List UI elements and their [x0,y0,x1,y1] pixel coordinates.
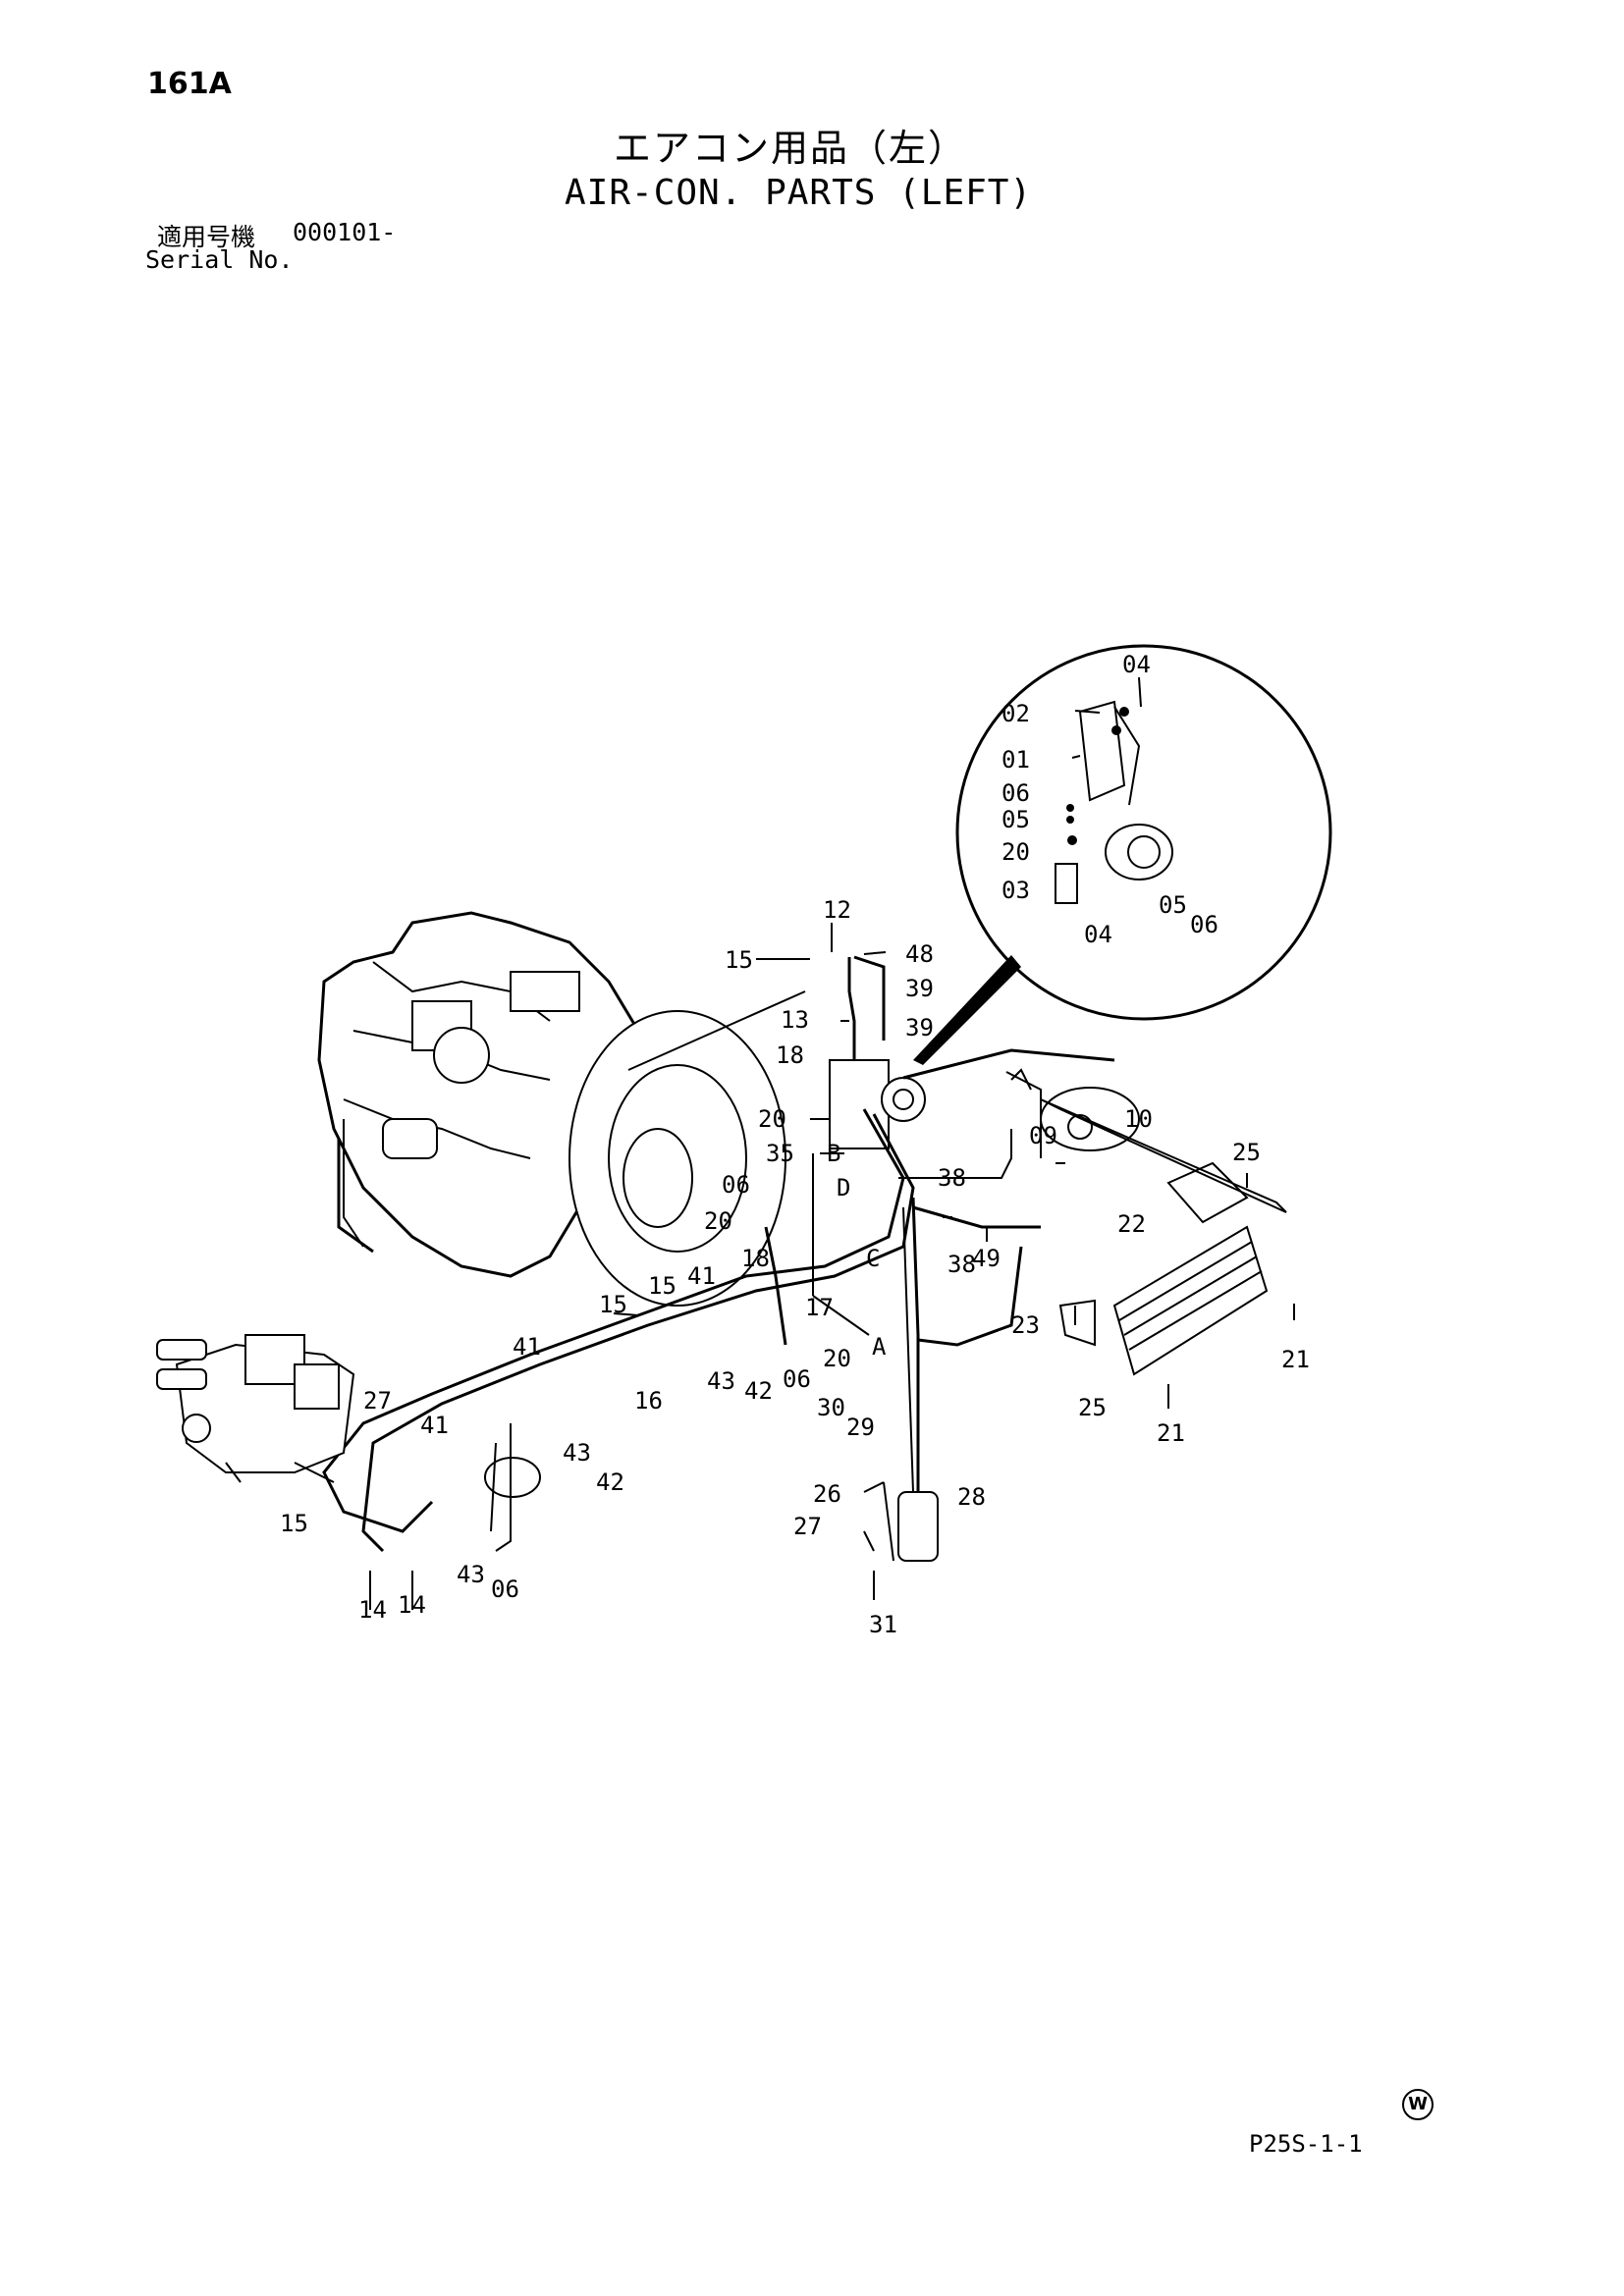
callout-label: 15 [280,1510,308,1537]
callout-label: 48 [905,940,934,968]
callout-label: 09 [1029,1122,1057,1149]
callout-label: B [827,1140,840,1167]
w-mark-icon: W [1402,2089,1434,2120]
callout-label: 17 [805,1294,834,1321]
callout-label: 06 [491,1575,519,1603]
callout-label: 23 [1011,1311,1040,1339]
callout-label: 43 [707,1367,735,1395]
callout-label: 41 [513,1333,541,1361]
callout-label: 35 [766,1140,794,1167]
page-code: P25S-1-1 [1249,2130,1363,2158]
callout-label: 06 [1001,779,1030,807]
callout-label: 05 [1159,891,1187,919]
callout-label: 31 [869,1611,897,1638]
refrigerant-hoses [322,955,1042,1553]
flywheel-housing [568,990,806,1307]
callout-label: 06 [722,1171,750,1199]
callout-label: 21 [1281,1346,1310,1373]
callout-label: 39 [905,1014,934,1041]
callout-label: 03 [1001,877,1030,904]
callout-label: 20 [758,1105,786,1133]
callout-label: 10 [1124,1105,1153,1133]
callout-label: C [866,1245,880,1272]
serial-label-english: Serial No. [145,245,294,274]
condenser [1040,1098,1287,1376]
callout-label: 22 [1117,1210,1146,1238]
callout-label: A [872,1333,887,1361]
callout-label: 38 [947,1251,976,1278]
callout-label: 49 [972,1245,1001,1272]
callout-label: 13 [781,1006,809,1034]
callout-label: 20 [1001,838,1030,866]
receiver-drier [863,1481,939,1562]
callout-label: 28 [957,1483,986,1511]
callout-label: 43 [563,1439,591,1467]
callout-label: 02 [1001,700,1030,727]
callout-label: 05 [1001,806,1030,833]
callout-label: 20 [704,1207,732,1235]
serial-label-japanese: 適用号機 [157,223,256,251]
main-callouts: 12 15 48 39 13 39 18 20 35 B D 10 09 38 … [280,896,1310,1638]
callout-label: 25 [1232,1139,1261,1166]
callout-label: 42 [596,1468,624,1496]
callout-label: 42 [744,1377,773,1405]
callout-label: 15 [725,946,753,974]
callout-label: 01 [1001,746,1030,774]
callout-label: 18 [741,1245,770,1272]
callout-label: 14 [398,1591,426,1619]
callout-label: 15 [599,1291,627,1318]
callout-label: 06 [783,1365,811,1393]
inset-callouts: 04 02 01 06 05 20 03 04 05 06 [1001,651,1218,948]
callout-label: 43 [457,1561,485,1588]
title-japanese: エアコン用品（左） [614,127,968,170]
callout-label: 41 [420,1412,449,1439]
callout-label: D [837,1174,850,1201]
leader-lines [369,676,1295,1610]
callout-label: 04 [1084,921,1112,948]
callout-label: 04 [1122,651,1151,678]
callout-label: 26 [813,1480,841,1508]
callout-label: 06 [1190,911,1218,938]
compressor [829,1048,1140,1151]
callout-label: 27 [793,1513,822,1540]
callout-label: 18 [776,1041,804,1069]
callout-label: 25 [1078,1394,1107,1421]
callout-label: 14 [358,1596,387,1624]
callout-label: 41 [687,1262,716,1290]
engine-illustration [317,911,640,1278]
callout-label: 30 [817,1394,845,1421]
inset-detail [913,644,1332,1065]
callout-label: 15 [648,1272,677,1300]
page-id: 161A [147,67,232,101]
title-english: AIR-CON. PARTS (LEFT) [565,173,1033,213]
callout-label: 16 [634,1387,663,1415]
callout-label: 39 [905,975,934,1002]
callout-label: 12 [823,896,851,924]
callout-label: 27 [363,1387,392,1415]
callout-label: 20 [823,1345,851,1372]
callout-label: 29 [846,1414,875,1441]
callout-label: 21 [1157,1419,1185,1447]
heater-unit [156,1334,355,1483]
serial-value: 000101- [293,218,397,246]
callout-label: 38 [938,1164,966,1192]
